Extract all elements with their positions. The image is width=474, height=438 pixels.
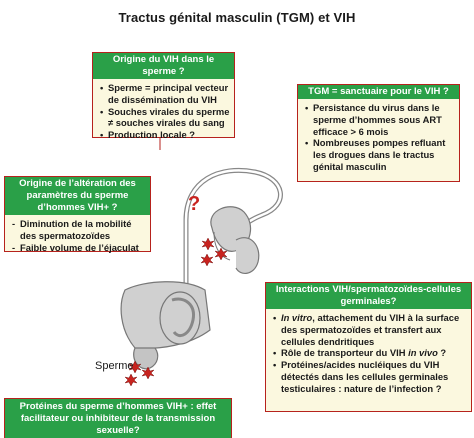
box-list: Diminution de la mobilité des spermatozo… [5,215,150,255]
item-text: Protéines/acides nucléiques du VIH détec… [281,359,449,394]
list-item: Rôle de transporteur du VIH in vivo ? [273,347,467,359]
box-list: Persistance du virus dans le sperme d’ho… [298,99,459,175]
box-interactions: Interactions VIH/spermatozoïdes-cellules… [265,282,472,412]
box-alteration-sperme: Origine de l’altération des paramètres d… [4,176,151,255]
virus-icon [141,366,155,380]
list-item: In vitro, attachement du VIH à la surfac… [273,312,467,347]
male-genital-tract-illustration [120,138,283,387]
list-item: Nombreuses pompes refluant les drogues d… [305,137,455,172]
sperm-label: Sperme [95,360,134,372]
item-text: ? [437,347,447,359]
italic-text: in vivo [408,347,438,359]
prostate [235,237,260,274]
item-text: Rôle de transporteur du VIH [281,347,409,359]
virus-icon [214,247,228,261]
epididymis [171,297,195,337]
box-header: Origine du VIH dans le sperme ? [93,53,234,79]
list-item: Faible volume de l’éjaculat [12,242,146,254]
list-item: Protéines/acides nucléiques du VIH détec… [273,359,467,394]
box-header: Protéines du sperme d’hommes VIH+ : effe… [5,399,231,438]
virus-icon [200,253,214,267]
diagram-title: Tractus génital masculin (TGM) et VIH [118,10,356,25]
list-item: Diminution de la mobilité des spermatozo… [12,218,146,242]
box-header: Origine de l’altération des paramètres d… [5,177,150,215]
box-proteines: Protéines du sperme d’hommes VIH+ : effe… [4,398,232,438]
italic-text: In vitro [281,312,313,323]
virus-icon [128,360,142,374]
question-mark-icon: ? [188,193,201,215]
list-item: Souches virales du sperme ≠ souches vira… [100,106,230,130]
box-origine-vih: Origine du VIH dans le sperme ? Sperme =… [92,52,235,141]
glans [133,347,159,370]
box-tgm-sanctuaire: TGM = sanctuaire pour le VIH ? Persistan… [297,84,460,182]
box-list: Sperme = principal vecteur de disséminat… [93,79,234,143]
list-item: Production locale ? [100,129,230,141]
list-item: Persistance du virus dans le sperme d’ho… [305,102,455,137]
list-item: Sperme = principal vecteur de disséminat… [100,82,230,106]
box-header: Interactions VIH/spermatozoïdes-cellules… [266,283,471,309]
box-list: In vitro, attachement du VIH à la surfac… [266,309,471,397]
virus-icon [124,373,138,387]
bladder-outline [213,231,231,261]
item-text: , attachement du VIH à la surface des sp… [281,312,460,347]
box-header: TGM = sanctuaire pour le VIH ? [298,85,459,99]
virus-icon [201,237,215,251]
